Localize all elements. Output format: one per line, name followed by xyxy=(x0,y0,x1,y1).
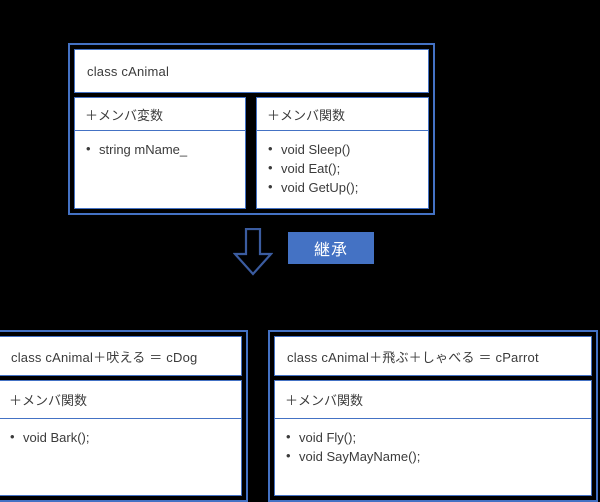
derived-class-box-parrot: class cAnimal＋飛ぶ＋しゃべる ＝ cParrot ＋メンバ関数 v… xyxy=(268,330,598,502)
parrot-functions-compartment: ＋メンバ関数 void Fly(); void SayMayName(); xyxy=(274,380,592,496)
dog-class-compartments: ＋メンバ関数 void Bark(); xyxy=(0,380,242,496)
dog-functions-compartment-header: ＋メンバ関数 xyxy=(0,381,241,419)
variables-compartment-header: ＋メンバ変数 xyxy=(75,98,245,131)
parrot-functions-compartment-header: ＋メンバ関数 xyxy=(275,381,591,419)
functions-compartment-body: void Sleep() void Eat(); void GetUp(); xyxy=(257,131,428,208)
dog-functions-compartment-body: void Bark(); xyxy=(0,419,241,495)
list-item: void GetUp(); xyxy=(267,177,418,197)
dog-functions-compartment: ＋メンバ関数 void Bark(); xyxy=(0,380,242,496)
parrot-class-title: class cAnimal＋飛ぶ＋しゃべる ＝ cParrot xyxy=(287,349,539,365)
parrot-functions-compartment-body: void Fly(); void SayMayName(); xyxy=(275,419,591,495)
base-class-compartments: ＋メンバ変数 string mName_ ＋メンバ関数 void Sleep()… xyxy=(74,97,429,209)
derived-class-box-dog: class cAnimal＋吠える ＝ cDog ＋メンバ関数 void Bar… xyxy=(0,330,248,502)
functions-member-list: void Sleep() void Eat(); void GetUp(); xyxy=(267,139,418,198)
base-class-box: class cAnimal ＋メンバ変数 string mName_ ＋メンバ関… xyxy=(68,43,435,215)
parrot-class-title-panel: class cAnimal＋飛ぶ＋しゃべる ＝ cParrot xyxy=(274,336,592,376)
list-item: void Fly(); xyxy=(285,427,581,447)
list-item: string mName_ xyxy=(85,139,235,159)
down-block-arrow-icon xyxy=(232,227,274,276)
dog-class-title-panel: class cAnimal＋吠える ＝ cDog xyxy=(0,336,242,376)
dog-functions-member-list: void Bark(); xyxy=(9,427,231,447)
dog-functions-compartment-header-label: ＋メンバ関数 xyxy=(9,393,88,408)
dog-class-title: class cAnimal＋吠える ＝ cDog xyxy=(11,349,198,365)
list-item: void Bark(); xyxy=(9,427,231,447)
parrot-functions-compartment-header-label: ＋メンバ関数 xyxy=(285,393,364,408)
parrot-functions-member-list: void Fly(); void SayMayName(); xyxy=(285,427,581,466)
inheritance-label-badge: 継承 xyxy=(288,232,374,264)
base-class-variables-compartment: ＋メンバ変数 string mName_ xyxy=(74,97,246,209)
functions-compartment-header: ＋メンバ関数 xyxy=(257,98,428,131)
base-class-title: class cAnimal xyxy=(87,63,170,79)
inheritance-label-text: 継承 xyxy=(313,242,348,259)
functions-compartment-header-label: ＋メンバ関数 xyxy=(267,107,346,123)
base-class-functions-compartment: ＋メンバ関数 void Sleep() void Eat(); void Get… xyxy=(256,97,429,209)
list-item: void SayMayName(); xyxy=(285,446,581,466)
variables-member-list: string mName_ xyxy=(85,139,235,159)
base-class-title-panel: class cAnimal xyxy=(74,49,429,93)
list-item: void Eat(); xyxy=(267,158,418,178)
variables-compartment-body: string mName_ xyxy=(75,131,245,208)
parrot-class-compartments: ＋メンバ関数 void Fly(); void SayMayName(); xyxy=(274,380,592,496)
variables-compartment-header-label: ＋メンバ変数 xyxy=(85,107,164,123)
list-item: void Sleep() xyxy=(267,139,418,159)
